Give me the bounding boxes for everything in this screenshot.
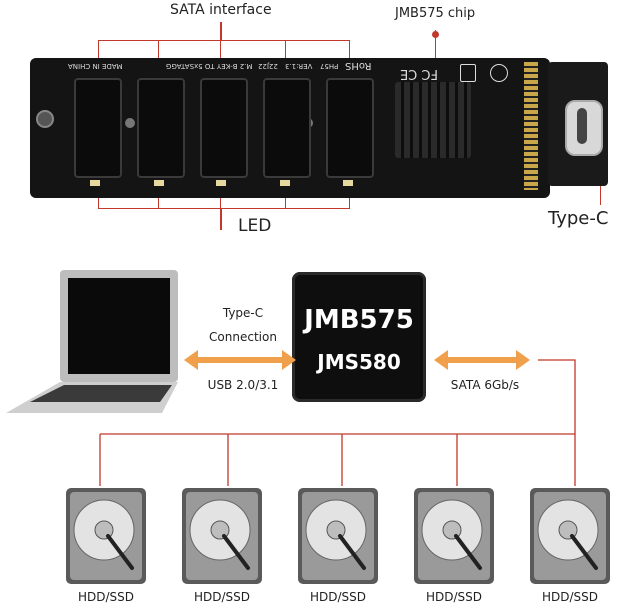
- drive-1: [64, 486, 148, 586]
- heatsink: [395, 82, 471, 158]
- sata-port-5: [326, 78, 374, 178]
- led-1: [90, 180, 100, 186]
- drive-connection-lines: [99, 359, 576, 486]
- led-bracket-tick-4: [285, 190, 286, 208]
- drive-label-3: HDD/SSD: [309, 590, 367, 604]
- left-link-connection: Connection: [209, 330, 277, 344]
- chip-text-jms580: JMS580: [317, 350, 401, 374]
- led-2: [154, 180, 164, 186]
- led-bracket-tick-1: [98, 190, 99, 208]
- sata-bracket-tick-1: [98, 40, 99, 58]
- laptop-screen: [68, 278, 170, 374]
- right-link-sata: SATA 6Gb/s: [450, 378, 520, 392]
- sata-bracket-tick-3: [220, 40, 221, 58]
- sata-bracket-tick-5: [349, 40, 350, 58]
- sata-port-3: [200, 78, 248, 178]
- jmb-chip: [292, 272, 426, 402]
- hdd-icon: [530, 488, 610, 584]
- led-bracket-tick-2: [158, 190, 159, 208]
- led-label: LED: [238, 216, 272, 236]
- chip-callout-dot: [432, 31, 439, 38]
- laptop-illustration: [6, 270, 178, 413]
- jmb-chip-label: JMB575 chip: [395, 6, 476, 21]
- left-double-arrow: [184, 350, 296, 370]
- sata-interface-label: SATA interface: [170, 2, 272, 18]
- right-double-arrow: [434, 350, 530, 370]
- hdd-icon: [66, 488, 146, 584]
- type-c-port-slot: [577, 108, 587, 144]
- sata-port-4: [263, 78, 311, 178]
- type-c-label: Type-C: [548, 208, 609, 229]
- drive-4: [412, 486, 496, 586]
- mounting-screw: [36, 110, 54, 128]
- drive-label-2: HDD/SSD: [193, 590, 251, 604]
- weee-bin-icon: [460, 64, 476, 82]
- led-bracket-tick-5: [349, 190, 350, 208]
- mounting-hole-1: [125, 118, 135, 128]
- led-4: [280, 180, 290, 186]
- sata-callout-vert: [220, 22, 222, 40]
- eco-icon: [490, 64, 508, 82]
- chip-text-jmb575: JMB575: [304, 305, 414, 335]
- left-link-type-c: Type-C: [222, 306, 264, 320]
- m2-edge-connector: [524, 62, 538, 190]
- left-link-usb: USB 2.0/3.1: [207, 378, 279, 392]
- drive-label-1: HDD/SSD: [77, 590, 135, 604]
- sata-bracket-tick-4: [285, 40, 286, 58]
- hdd-icon: [182, 488, 262, 584]
- led-3: [216, 180, 226, 186]
- led-bracket-bottom: [98, 208, 350, 209]
- drive-label-5: HDD/SSD: [541, 590, 599, 604]
- sata-bracket-top: [98, 40, 350, 41]
- sata-port-2: [137, 78, 185, 178]
- sata-port-1: [74, 78, 122, 178]
- drive-3: [296, 486, 380, 586]
- led-5: [343, 180, 353, 186]
- hdd-icon: [414, 488, 494, 584]
- sata-bracket-tick-2: [158, 40, 159, 58]
- led-bracket-tick-3: [220, 190, 221, 208]
- drive-5: [528, 486, 612, 586]
- drive-2: [180, 486, 264, 586]
- led-callout-vert: [220, 208, 222, 230]
- hdd-icon: [298, 488, 378, 584]
- drive-label-4: HDD/SSD: [425, 590, 483, 604]
- laptop-keyboard: [30, 385, 172, 402]
